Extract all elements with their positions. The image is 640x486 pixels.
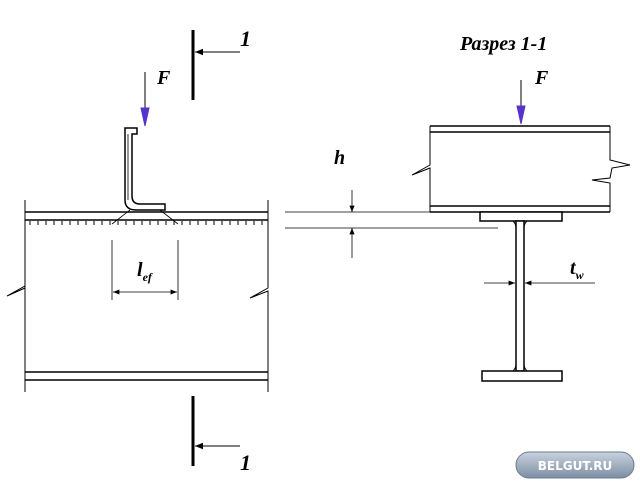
- ibeam-fillets: [512, 220, 528, 372]
- section-number-bottom: 1: [240, 450, 251, 475]
- watermark-badge: BELGUT.RU: [515, 451, 635, 479]
- section-left-break: [411, 126, 431, 212]
- height-dimension: [285, 190, 498, 258]
- distribution-line-right: [159, 209, 179, 225]
- distribution-line-left: [111, 209, 131, 225]
- watermark-text: BELGUT.RU: [538, 459, 613, 473]
- section-number-top: 1: [240, 26, 251, 51]
- ibeam-top-flange: [479, 211, 563, 222]
- force-label-right: F: [534, 67, 549, 89]
- height-label: h: [334, 147, 345, 169]
- left-break-line: [6, 200, 26, 392]
- effective-length-label: lef: [137, 259, 153, 284]
- section-right-break: [591, 126, 631, 212]
- channel-section: [124, 127, 166, 211]
- force-arrow-right-head: [516, 105, 526, 125]
- ibeam-web: [515, 220, 525, 372]
- web-thickness-label: tw: [570, 257, 585, 282]
- ibeam-bottom-flange: [481, 370, 563, 382]
- force-label-left: F: [156, 67, 171, 89]
- right-break-line: [249, 200, 269, 392]
- section-title: Разрез 1-1: [459, 33, 547, 55]
- force-arrow-left-head: [140, 107, 150, 127]
- flange-weld-hatching: [29, 221, 263, 225]
- beam-elevation-view: [6, 30, 269, 466]
- section-1-1-view: [411, 80, 631, 382]
